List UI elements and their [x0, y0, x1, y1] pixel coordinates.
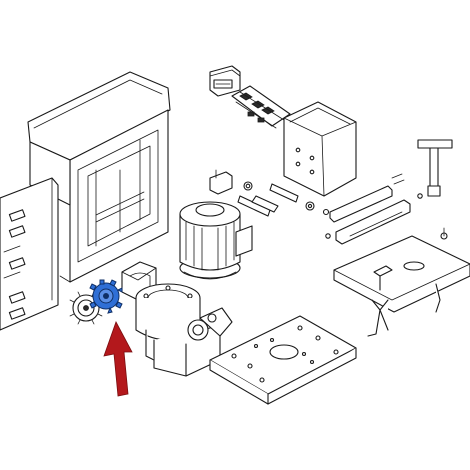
gearbox-operator — [135, 283, 233, 377]
foundation-plate — [333, 227, 470, 337]
indicator-arrow — [103, 321, 133, 397]
release-key — [417, 139, 453, 197]
transformer — [209, 65, 241, 97]
front-door-panel — [0, 177, 59, 331]
control-board — [231, 85, 291, 129]
pinion-gear-highlighted[interactable] — [89, 279, 123, 314]
fittings — [209, 169, 405, 217]
mounting-brackets — [325, 185, 423, 245]
control-cabinet — [27, 71, 171, 283]
electric-motor — [179, 201, 253, 280]
base-plate — [209, 315, 357, 405]
control-box-cover — [283, 101, 357, 197]
